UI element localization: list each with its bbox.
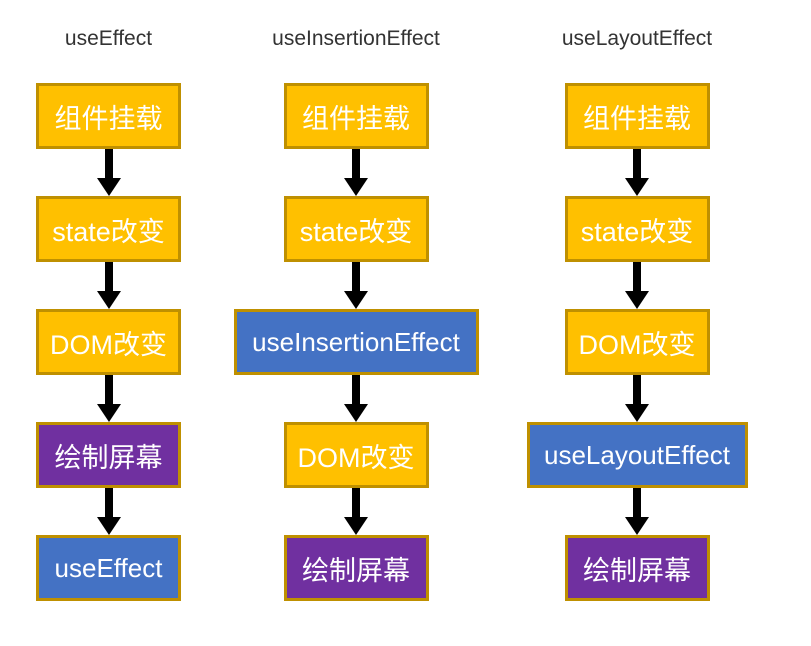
node-label: 组件挂载 — [583, 103, 691, 134]
node-use-layout-effect: useLayoutEffect — [526, 422, 748, 488]
arrow-shaft — [352, 262, 360, 291]
node-use-effect: useEffect — [36, 535, 181, 601]
node-dom-change: DOM改变 — [564, 309, 710, 375]
down-arrow-icon — [625, 262, 649, 309]
node-label: DOM改变 — [578, 329, 696, 360]
down-arrow-icon — [344, 149, 368, 196]
arrow-head — [96, 517, 121, 535]
down-arrow-icon — [96, 488, 121, 535]
node-label: DOM改变 — [297, 442, 415, 473]
arrow-shaft — [104, 149, 113, 178]
down-arrow-icon — [625, 375, 649, 422]
arrow-shaft — [352, 488, 360, 517]
arrow-head — [96, 178, 121, 196]
arrow-head — [625, 517, 649, 535]
arrow-head — [344, 404, 368, 422]
node-label: DOM改变 — [50, 329, 167, 360]
column-use-layout-effect: useLayoutEffect 组件挂载 state改变 DOM改变 useLa… — [526, 24, 748, 601]
arrow-shaft — [352, 375, 360, 404]
arrow-shaft — [104, 375, 113, 404]
arrow-shaft — [104, 262, 113, 291]
column-title-use-layout-effect: useLayoutEffect — [561, 27, 713, 50]
node-paint-screen: 绘制屏幕 — [283, 535, 429, 601]
down-arrow-icon — [625, 149, 649, 196]
arrow-head — [96, 404, 121, 422]
node-dom-change: DOM改变 — [36, 309, 181, 375]
down-arrow-icon — [96, 375, 121, 422]
down-arrow-icon — [96, 149, 121, 196]
arrow-shaft — [633, 488, 641, 517]
node-state-change: state改变 — [564, 196, 710, 262]
node-label: 组件挂载 — [302, 103, 410, 134]
arrow-head — [344, 178, 368, 196]
arrow-shaft — [104, 488, 113, 517]
node-label: useInsertionEffect — [252, 326, 460, 357]
arrow-head — [344, 517, 368, 535]
arrow-head — [96, 291, 121, 309]
node-label: state改变 — [299, 216, 413, 247]
node-state-change: state改变 — [36, 196, 181, 262]
down-arrow-icon — [344, 262, 368, 309]
node-label: useEffect — [54, 552, 163, 583]
node-use-insertion-effect: useInsertionEffect — [233, 309, 479, 375]
down-arrow-icon — [625, 488, 649, 535]
column-title-use-effect: useEffect — [64, 27, 153, 50]
arrow-head — [625, 291, 649, 309]
column-use-insertion-effect: useInsertionEffect 组件挂载 state改变 useInser… — [233, 24, 479, 601]
node-label: state改变 — [580, 216, 694, 247]
node-label: 绘制屏幕 — [54, 442, 163, 473]
node-label: useLayoutEffect — [544, 439, 730, 470]
arrow-shaft — [633, 375, 641, 404]
down-arrow-icon — [344, 488, 368, 535]
arrow-head — [625, 404, 649, 422]
arrow-shaft — [633, 262, 641, 291]
node-paint-screen: 绘制屏幕 — [36, 422, 181, 488]
column-title-use-insertion-effect: useInsertionEffect — [272, 27, 440, 50]
node-component-mount: 组件挂载 — [564, 83, 710, 149]
down-arrow-icon — [344, 375, 368, 422]
arrow-head — [344, 291, 368, 309]
node-component-mount: 组件挂载 — [283, 83, 429, 149]
node-component-mount: 组件挂载 — [36, 83, 181, 149]
node-dom-change: DOM改变 — [283, 422, 429, 488]
arrow-shaft — [352, 149, 360, 178]
node-label: 绘制屏幕 — [583, 555, 691, 586]
node-label: 绘制屏幕 — [302, 555, 410, 586]
arrow-head — [625, 178, 649, 196]
down-arrow-icon — [96, 262, 121, 309]
column-use-effect: useEffect 组件挂载 state改变 DOM改变 绘制屏幕 useEff… — [28, 24, 189, 601]
node-paint-screen: 绘制屏幕 — [564, 535, 710, 601]
node-label: 组件挂载 — [54, 103, 163, 134]
node-label: state改变 — [52, 216, 165, 247]
arrow-shaft — [633, 149, 641, 178]
node-state-change: state改变 — [283, 196, 429, 262]
